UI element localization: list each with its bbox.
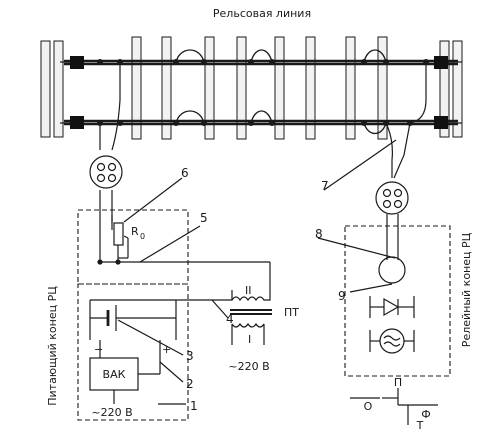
diode-symbol [369, 296, 415, 318]
battery-minus: − [94, 343, 103, 356]
rail-bonds [175, 49, 387, 135]
alternating-relay-symbol [369, 328, 415, 354]
callout-8: 8 [315, 227, 323, 241]
battery [89, 299, 177, 340]
callout-2: 2 [186, 377, 194, 391]
callout-1: 1 [190, 399, 198, 413]
rectifier-vak [89, 340, 161, 404]
supply-box [77, 283, 189, 421]
supply-transformer-label: ~220 В [228, 360, 269, 373]
callout-5: 5 [200, 211, 208, 225]
supply-left-label: ~220 В [91, 406, 132, 419]
contact-common: П [394, 376, 402, 389]
rectifier-label: ВАК [103, 368, 126, 381]
contact-back: О [364, 400, 373, 413]
callout-4: 4 [226, 312, 234, 326]
sleepers [40, 36, 463, 140]
callout-6: 6 [181, 166, 189, 180]
callout-leaders [117, 139, 397, 405]
battery-plus: + [162, 343, 171, 356]
left-end-label: Питающий конец РЦ [46, 286, 59, 406]
left-junction-box [89, 155, 123, 189]
rails [64, 59, 458, 126]
contact-front: Ф [421, 408, 430, 421]
callout-9: 9 [338, 289, 346, 303]
transformer-pt [176, 261, 272, 345]
right-end-label: Релейный конец РЦ [460, 232, 473, 347]
insulating-joints [60, 56, 462, 129]
relay-contacts [350, 388, 438, 425]
relay-leads [386, 214, 399, 260]
relay-coil [378, 256, 406, 284]
callout-7: 7 [321, 179, 329, 193]
rail-connection-points [97, 59, 429, 126]
winding-primary-label: I [248, 333, 251, 346]
resistor-subscript: 0 [140, 232, 145, 241]
diagram-title: Рельсовая линия [213, 7, 311, 20]
resistor-label: R [131, 225, 139, 238]
resistor-box [77, 209, 189, 285]
resistor-r0 [111, 215, 129, 259]
transformer-label: ПТ [284, 306, 299, 319]
callout-3: 3 [186, 349, 194, 363]
contact-bottom: Т [416, 419, 424, 432]
winding-secondary-label: II [245, 284, 252, 297]
right-junction-box [375, 181, 409, 215]
